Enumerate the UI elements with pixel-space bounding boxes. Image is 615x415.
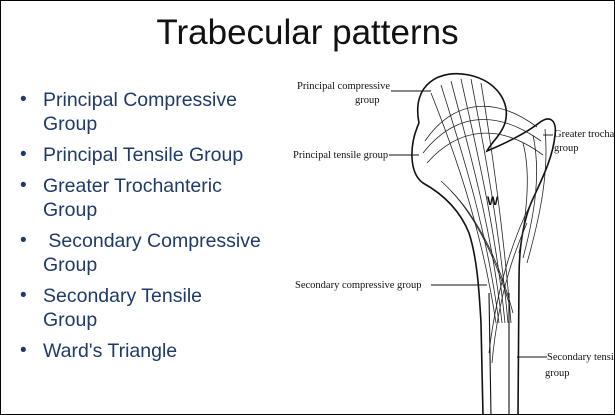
bullet-item: • Principal Tensile Group: [15, 143, 300, 167]
bullet-dot-icon: •: [20, 174, 27, 198]
label-principal-tensile: Principal tensile group: [293, 150, 388, 161]
bullet-item: • Principal Compressive Group: [15, 88, 300, 136]
bullet-list: • Principal Compressive Group • Principa…: [15, 88, 300, 370]
label-principal-compressive: Principal compressive: [297, 81, 390, 92]
wards-triangle-marker: W: [487, 194, 499, 208]
bullet-dot-icon: •: [20, 143, 27, 167]
trabecular-lines: [423, 79, 546, 363]
slide-title: Trabecular patterns: [1, 11, 614, 55]
label-greater-trochanteric: Greater trochanteric: [554, 129, 615, 140]
bullet-text: Secondary Compressive: [43, 230, 261, 252]
bullet-dot-icon: •: [20, 88, 27, 112]
bullet-item: • Ward's Triangle: [15, 339, 300, 363]
bullet-text-cont: Group: [43, 113, 97, 135]
bullet-text: Greater Trochanteric: [43, 175, 222, 197]
bullet-dot-icon: •: [20, 339, 27, 363]
bullet-dot-icon: •: [20, 229, 27, 253]
bullet-text-cont: Group: [43, 254, 97, 276]
label-secondary-tensile-cont: group: [545, 368, 570, 379]
bullet-text-cont: Group: [43, 309, 97, 331]
bullet-item: • Greater Trochanteric Group: [15, 174, 300, 222]
bullet-text: Principal Compressive: [43, 89, 237, 111]
bullet-text: Secondary Tensile: [43, 285, 202, 307]
label-greater-trochanteric-cont: group: [554, 143, 579, 154]
bullet-item: • Secondary Compressive Group: [15, 229, 300, 277]
label-secondary-compressive: Secondary compressive group: [295, 280, 422, 291]
bullet-text: Ward's Triangle: [43, 340, 177, 362]
bullet-item: • Secondary Tensile Group: [15, 284, 300, 332]
bullet-text-cont: Group: [43, 199, 97, 221]
label-principal-compressive-cont: group: [355, 95, 380, 106]
femur-illustration: W Principal compressive group Principal …: [291, 63, 615, 415]
bullet-dot-icon: •: [20, 284, 27, 308]
bullet-text: Principal Tensile Group: [43, 144, 243, 166]
femur-diagram: W Principal compressive group Principal …: [291, 63, 615, 415]
label-secondary-tensile: Secondary tensile: [547, 352, 615, 363]
